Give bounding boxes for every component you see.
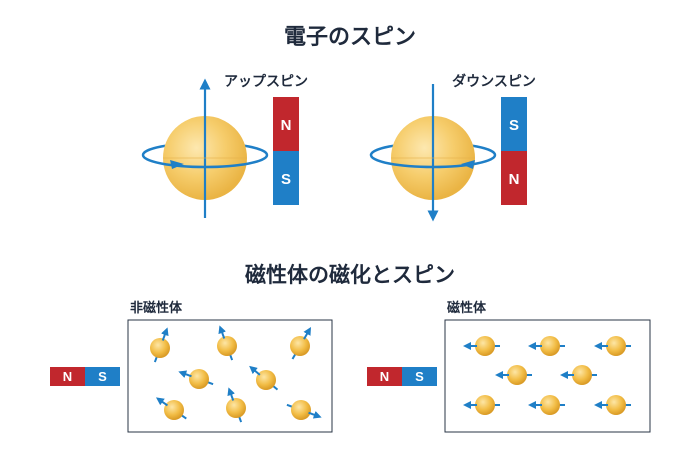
magnet-bottom-label: N: [509, 171, 520, 188]
nonmagnetic-panel: 非磁性体 N S: [50, 300, 333, 433]
magnet-south-pole: [402, 367, 437, 386]
up-spin-illustration: アップスピン N S: [141, 74, 308, 218]
spin-arrow-icon: [286, 400, 322, 420]
magnetic-panel: 磁性体 N S: [367, 300, 651, 433]
magnet-north-pole: [501, 151, 527, 205]
magnet-south-pole: [501, 97, 527, 151]
magnet-north-pole: [50, 367, 85, 386]
spin-arrow-icon: [594, 336, 631, 356]
orbit-front: [141, 154, 269, 169]
page-title: 電子のスピン: [284, 25, 416, 50]
spin-arrow-icon: [463, 336, 500, 356]
spin-arrow-icon: [155, 397, 187, 420]
magnet-bottom-label: S: [281, 171, 291, 188]
up-spin-label: アップスピン: [224, 74, 308, 90]
spin-arrow-icon: [178, 369, 214, 389]
magnet-left-label: N: [380, 369, 389, 384]
spin-arrow-icon: [528, 395, 565, 415]
magnet-right-label: S: [98, 369, 107, 384]
random-spins-group: [150, 325, 322, 423]
rotation-arrow-icon: [170, 160, 184, 169]
magnet-left-label: N: [63, 369, 72, 384]
section-title: 磁性体の磁化とスピン: [245, 263, 455, 287]
spin-arrow-icon: [290, 326, 311, 360]
spin-arrow-icon: [560, 365, 597, 385]
spin-arrow-icon: [249, 365, 279, 391]
magnet-top-label: S: [509, 117, 519, 134]
nonmagnetic-label: 非磁性体: [130, 300, 183, 316]
spin-arrow-icon: [226, 387, 246, 423]
magnet-south-pole: [85, 367, 120, 386]
down-spin-illustration: ダウンスピン S N: [369, 73, 536, 222]
magnet-north-pole: [367, 367, 402, 386]
spin-arrow-icon: [217, 325, 237, 361]
magnet-south-pole: [273, 151, 299, 205]
magnetic-label: 磁性体: [447, 300, 487, 316]
spin-arrow-icon: [495, 365, 532, 385]
magnet-top-label: N: [281, 117, 292, 134]
spin-arrow-icon: [528, 336, 565, 356]
spin-arrow-icon: [150, 327, 170, 363]
spin-arrow-icon: [594, 395, 631, 415]
aligned-spins-group: [463, 336, 631, 415]
spin-arrow-icon: [463, 395, 500, 415]
orbit-front: [369, 154, 497, 169]
rotation-arrow-icon: [461, 160, 475, 169]
down-spin-label: ダウンスピン: [452, 73, 536, 90]
magnet-north-pole: [273, 97, 299, 151]
magnet-right-label: S: [415, 369, 424, 384]
